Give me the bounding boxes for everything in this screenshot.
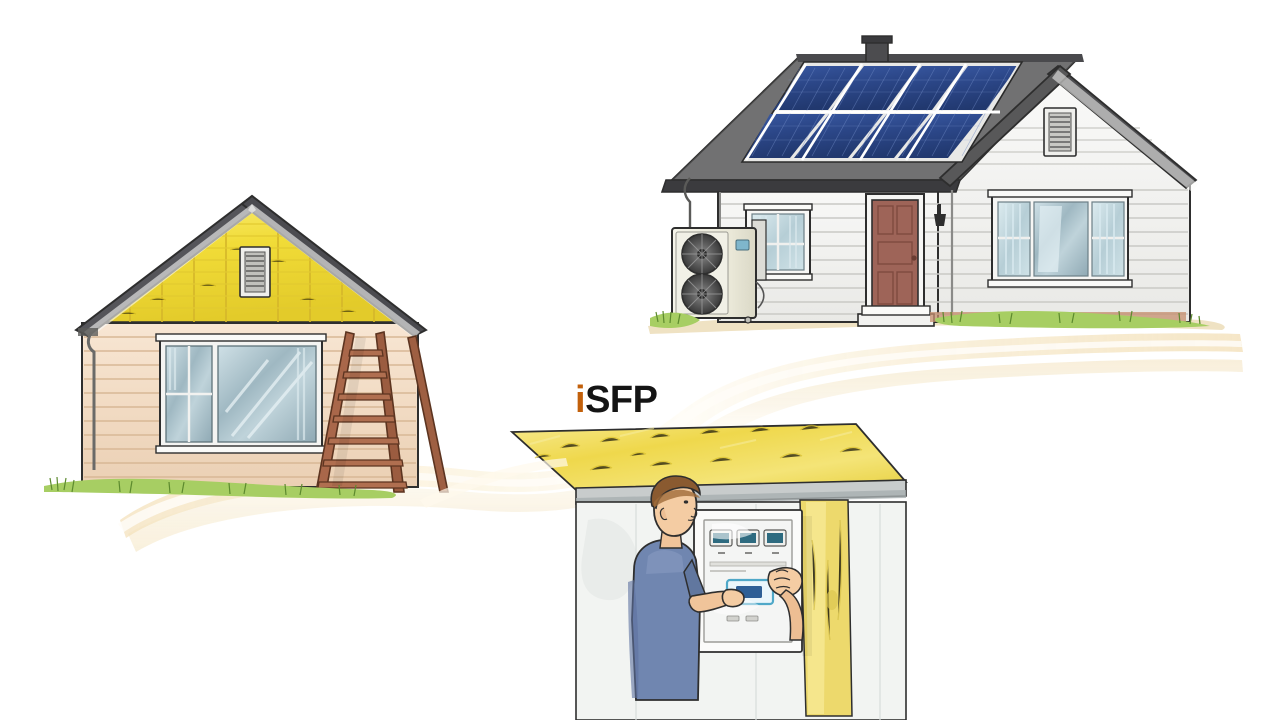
panel-buttons bbox=[726, 615, 759, 622]
ladder-rungs bbox=[317, 349, 408, 489]
solar-panel bbox=[936, 66, 1018, 110]
house-before-renovation bbox=[44, 194, 449, 499]
downspout-before bbox=[86, 331, 96, 470]
meter-screen bbox=[740, 533, 756, 543]
meter-labels bbox=[718, 552, 779, 554]
solar-panel bbox=[794, 114, 883, 158]
panel-divider bbox=[709, 561, 787, 567]
grass-left bbox=[44, 476, 396, 499]
technician-ear bbox=[659, 507, 668, 521]
chimney-cap bbox=[861, 35, 893, 44]
technician-mouth bbox=[687, 518, 695, 521]
shirt-collar-shade bbox=[646, 550, 684, 574]
solar-panel bbox=[831, 66, 918, 110]
technician-hair bbox=[650, 475, 701, 510]
logo-prefix: i bbox=[575, 379, 586, 421]
grass-right bbox=[650, 310, 1210, 329]
porch-step bbox=[857, 313, 935, 327]
window-before bbox=[155, 333, 327, 454]
technician-forearm-right bbox=[778, 589, 804, 641]
gutter-downspout bbox=[683, 177, 692, 300]
gable-roof-left bbox=[938, 64, 1072, 188]
door-slab bbox=[871, 199, 919, 313]
heat-pump-panel bbox=[735, 239, 750, 251]
front-door bbox=[857, 193, 935, 327]
roof-ridge bbox=[796, 54, 1084, 62]
ribbon-foreground-wisp bbox=[420, 458, 568, 508]
gable-vent-before bbox=[239, 246, 271, 298]
insulation-texture bbox=[534, 424, 863, 471]
solar-panel bbox=[852, 114, 929, 158]
wall-lamp bbox=[934, 204, 946, 226]
technician-scene bbox=[509, 423, 908, 720]
door-knob bbox=[911, 255, 917, 261]
roof-eave bbox=[660, 179, 962, 193]
solar-panel bbox=[745, 114, 825, 158]
window-right-triple bbox=[987, 189, 1133, 288]
heat-pump bbox=[671, 219, 767, 324]
technician-figure bbox=[628, 475, 804, 701]
solar-panel-array bbox=[740, 61, 1024, 163]
wooden-ladder bbox=[315, 331, 449, 493]
technician-hand-left bbox=[721, 588, 745, 608]
gable-vent bbox=[1043, 107, 1077, 157]
solar-panel bbox=[773, 66, 860, 110]
technician-eye bbox=[683, 500, 689, 504]
meter-screen bbox=[767, 533, 783, 543]
control-panel bbox=[693, 509, 803, 653]
technician-hand-right bbox=[767, 566, 803, 597]
technician-nose bbox=[690, 507, 698, 518]
solar-panel bbox=[898, 114, 983, 158]
house-after-renovation bbox=[648, 35, 1225, 334]
isfp-logo: iSFP bbox=[575, 379, 658, 421]
logo-suffix: SFP bbox=[585, 379, 658, 421]
